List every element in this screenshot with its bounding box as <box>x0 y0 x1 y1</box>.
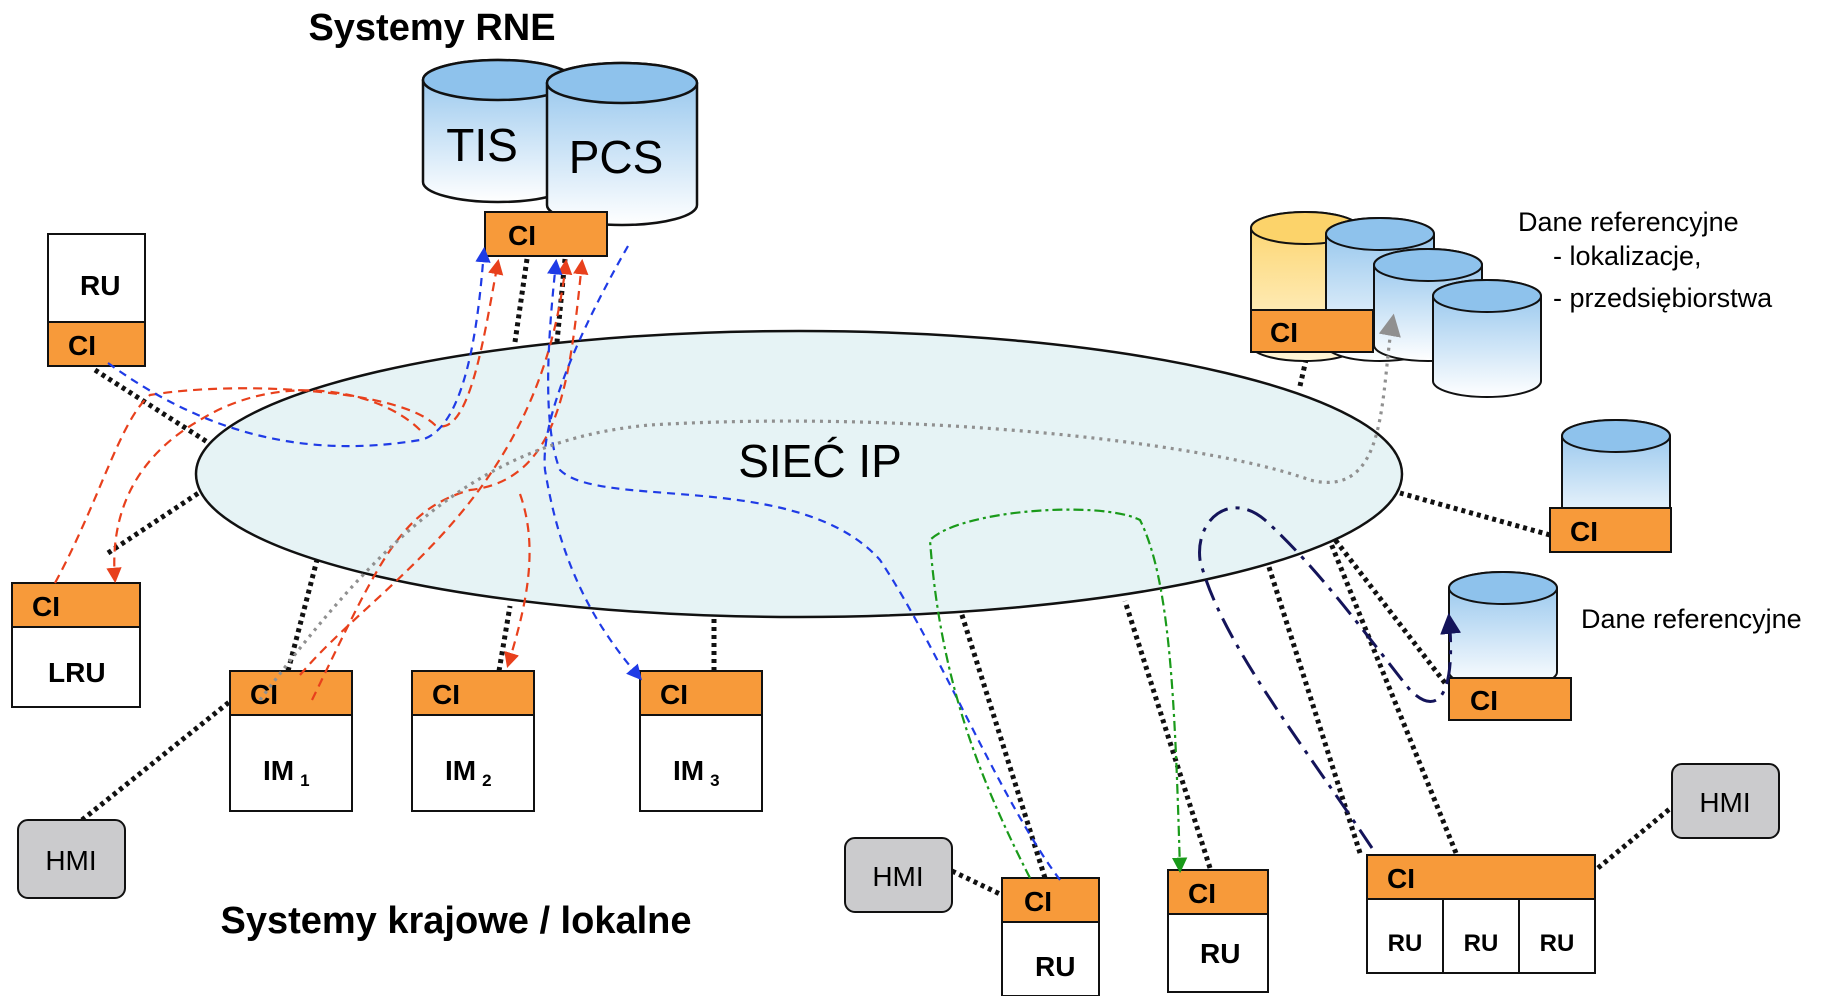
ru-group-cell: RU <box>1388 930 1423 957</box>
rne-ci-box: CI <box>484 211 608 257</box>
pcs-label: PCS <box>569 131 664 183</box>
reference-single-ci-label: CI <box>1470 685 1498 716</box>
ru-group-cell: RU <box>1464 930 1499 957</box>
flow-red-lru-to-rne <box>54 258 504 584</box>
link-ref-single <box>1331 535 1447 685</box>
hmi-bottom-mid-label: HMI <box>872 861 923 892</box>
flow-blue-ru-to-rne <box>107 246 491 448</box>
link-ru-bottom-2 <box>1122 600 1213 869</box>
db-right-mid-ci-label: CI <box>1570 516 1598 547</box>
ru-bottom-2-ci-label: CI <box>1188 878 1216 909</box>
ru-bottom-2-label: RU <box>1200 938 1240 969</box>
reference-data-heading: Dane referencyjne <box>1518 207 1739 237</box>
ru-bottom-2-node: CI RU <box>1167 869 1269 993</box>
flow-blue-rne-to-im3 <box>543 245 643 681</box>
ru-group-node: CI RU RU RU <box>1366 854 1596 974</box>
flow-red-to-im2 <box>504 493 531 668</box>
hmi-left: HMI <box>17 819 126 899</box>
link-lru <box>106 489 202 556</box>
national-systems-title: Systemy krajowe / lokalne <box>220 900 691 942</box>
reference-data-databases <box>1250 211 1542 398</box>
reference-data-legend: Dane referencyjne - lokalizacje, - przed… <box>1518 207 1773 313</box>
reference-data-item-companies: - przedsiębiorstwa <box>1553 283 1773 313</box>
tis-label: TIS <box>446 119 518 171</box>
link-ref-data <box>1297 350 1311 387</box>
link-ru-group-1 <box>1265 563 1363 854</box>
reference-data-single-label: Dane referencyjne <box>1581 604 1802 634</box>
im1-ci-label: CI <box>250 679 278 710</box>
flow-green-ru-to-ru <box>928 508 1188 879</box>
link-db-right-mid <box>1399 490 1551 538</box>
network-links <box>80 258 1674 898</box>
reference-data-single-database: CI Dane referencyjne <box>1448 571 1802 721</box>
hmi-left-label: HMI <box>45 845 96 876</box>
flow-lines <box>54 245 1462 881</box>
ru-bottom-1-label: RU <box>1035 951 1075 982</box>
ru-group-cell: RU <box>1540 930 1575 957</box>
im3-ci-label: CI <box>660 679 688 710</box>
ru-bottom-1-node: CI RU <box>1001 877 1100 996</box>
ip-network-label: SIEĆ IP <box>738 435 902 487</box>
hmi-bottom-mid: HMI <box>844 837 953 913</box>
link-ru-group-2 <box>1327 540 1459 854</box>
hmi-right-label: HMI <box>1699 787 1750 818</box>
link-im2 <box>496 605 513 672</box>
lru-node: CI LRU <box>11 582 141 708</box>
im2-ci-label: CI <box>432 679 460 710</box>
link-ru-bottom-1 <box>958 611 1048 879</box>
link-hmi-right <box>1596 805 1674 870</box>
flow-red-im1-to-rne-b <box>311 258 589 701</box>
ru-top-left-label: RU <box>80 270 120 301</box>
ru-bottom-1-ci-label: CI <box>1024 886 1052 917</box>
rne-pcs-database: PCS <box>545 61 699 227</box>
rne-ci-label: CI <box>508 220 536 251</box>
reference-data-ci-box: CI <box>1250 309 1374 353</box>
link-im1 <box>285 555 321 672</box>
hmi-right: HMI <box>1671 763 1780 839</box>
link-rne-1 <box>512 258 530 343</box>
flow-blue-ru-to-rne-b <box>547 258 1061 881</box>
ru-group-ci-label: CI <box>1387 863 1415 894</box>
rne-systems-title: Systemy RNE <box>308 7 555 49</box>
ru-top-left-ci-label: CI <box>68 330 96 361</box>
link-ru-top-left <box>93 367 214 448</box>
reference-data-item-locations: - lokalizacje, <box>1553 241 1702 271</box>
reference-data-ci-label: CI <box>1270 317 1298 348</box>
lru-label: LRU <box>48 657 106 688</box>
link-hmi-mid <box>950 868 1004 898</box>
ru-top-left-node: RU CI <box>47 233 146 367</box>
ip-network-cloud <box>194 329 1404 619</box>
flow-navy-ru-group-to-ref <box>1198 506 1462 849</box>
database-right-middle: CI <box>1549 419 1672 553</box>
lru-ci-label: CI <box>32 591 60 622</box>
